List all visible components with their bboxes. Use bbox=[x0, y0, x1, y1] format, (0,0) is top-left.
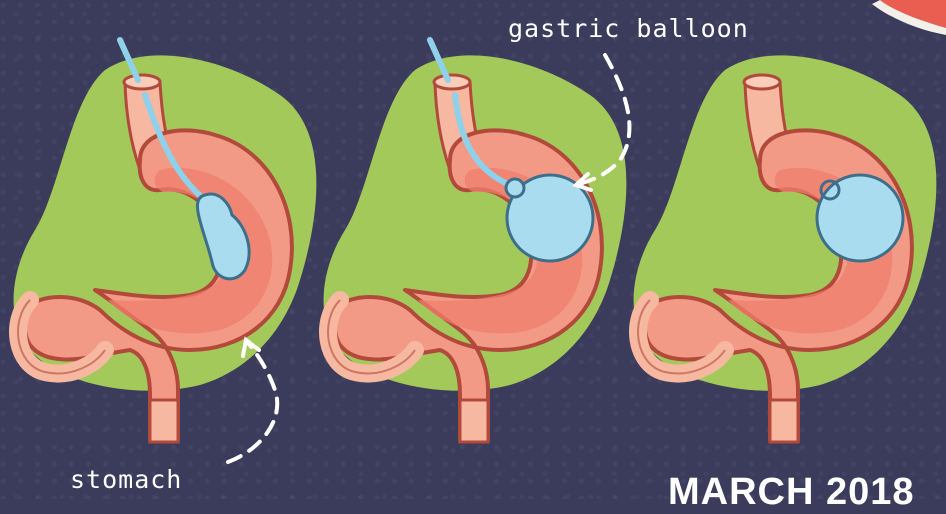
sealed-balloon bbox=[817, 175, 903, 261]
illustration bbox=[0, 0, 946, 499]
corner-decoration bbox=[872, 0, 946, 35]
date-label: MARCH 2018 bbox=[668, 471, 915, 514]
stomach-panel-2 bbox=[324, 40, 627, 442]
gastric-balloon-label: gastric balloon bbox=[508, 14, 749, 43]
stomach-label: stomach bbox=[70, 465, 182, 494]
stomach-panel-3 bbox=[634, 55, 937, 442]
